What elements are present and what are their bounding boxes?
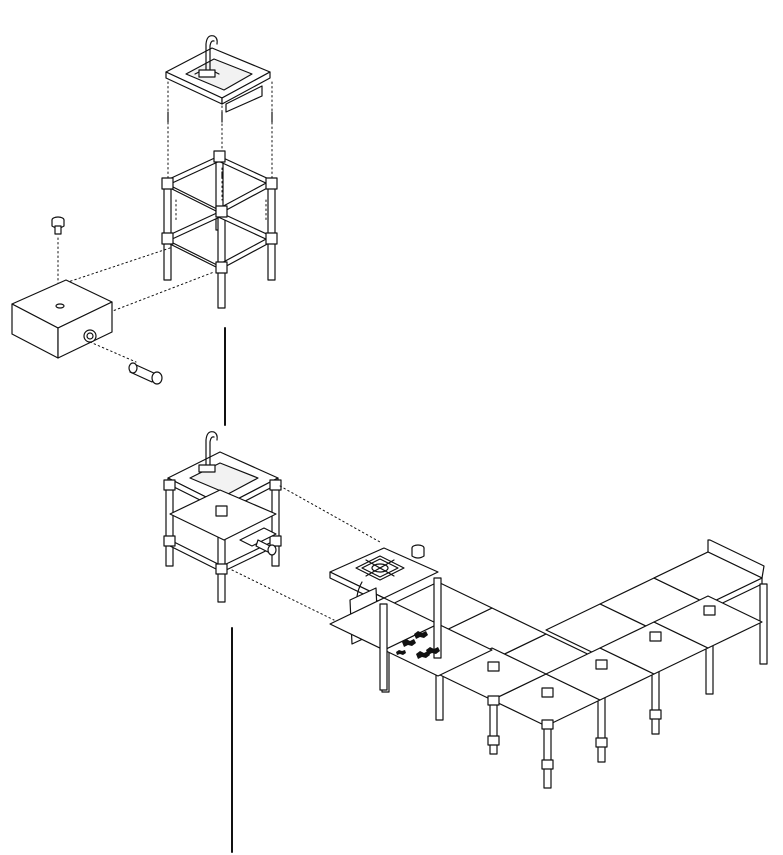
cooktop-module (329, 547, 442, 691)
assembled-sink-module (163, 431, 282, 603)
worktop-modules (381, 539, 768, 789)
tank-hose-fitting (128, 362, 163, 385)
top-alignment-lines (167, 81, 273, 179)
top-sink-with-faucet (165, 35, 271, 113)
water-tank (11, 279, 113, 359)
top-frame-module (161, 150, 278, 309)
gas-bottle (411, 544, 425, 559)
tank-cap (51, 216, 65, 235)
burner-knobs (396, 631, 440, 659)
tank-alignment-lines (57, 237, 215, 363)
middle-alignment-lines (231, 485, 381, 621)
